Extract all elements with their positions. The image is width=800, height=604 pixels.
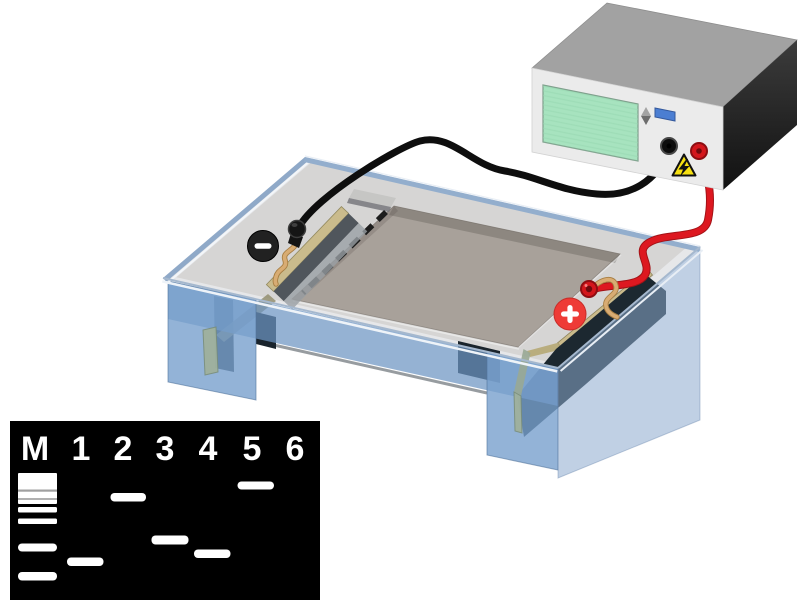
gel-photo-panel: M 1 2 3 4 5 6	[10, 421, 320, 600]
gel-tank	[162, 155, 704, 479]
lane-label-5: 5	[243, 430, 262, 468]
negative-jack	[660, 137, 678, 155]
lid-edge-front	[162, 277, 559, 369]
lid-edge-left-highlight	[166, 162, 309, 285]
marker-band	[18, 518, 57, 524]
positive-plug	[580, 280, 598, 298]
electrode-connections	[272, 219, 620, 320]
selector-diamond-icon	[641, 107, 651, 125]
positive-cable	[590, 153, 713, 292]
tray-underside-edge	[255, 339, 488, 395]
tank-front-wall-strip	[168, 281, 558, 406]
marker-band	[18, 473, 57, 504]
lid-edge-back-highlight	[304, 155, 701, 247]
lane-label-2: 2	[114, 430, 133, 468]
positive-jack	[690, 142, 708, 160]
cathode-slot-band	[283, 223, 368, 310]
marker-band	[18, 543, 57, 552]
run-button	[654, 107, 676, 122]
minus-symbol-icon	[254, 243, 272, 249]
gel-bottom-highlight	[292, 300, 520, 350]
dna-bands-layer	[18, 473, 274, 581]
lane-label-3: 3	[156, 430, 175, 468]
marker-band	[18, 489, 57, 492]
marker-band	[18, 572, 57, 581]
comb-tab	[349, 189, 396, 207]
anode-bar-front-edge	[527, 342, 563, 357]
positive-badge	[553, 297, 587, 331]
lid-edge-back	[303, 157, 700, 252]
plus-symbol-vertical	[567, 305, 573, 323]
lane-label-marker: M	[21, 430, 49, 468]
negative-plug	[287, 219, 307, 248]
dna-band	[151, 535, 189, 545]
dna-band	[67, 557, 104, 566]
lane-label-6: 6	[286, 430, 305, 468]
lane-labels: M 1 2 3 4 5 6	[21, 430, 305, 468]
lane-label-1: 1	[72, 430, 91, 468]
right-electrode-plate	[513, 391, 523, 434]
lid-edge-front-glass	[162, 280, 558, 373]
dna-band	[194, 549, 231, 558]
lid-edge-left	[163, 157, 309, 282]
negative-badge	[247, 230, 279, 262]
right-copper-wire	[589, 277, 619, 319]
lcd-screen	[542, 84, 639, 162]
power-supply-side	[723, 40, 797, 190]
lid-edge-right-glass	[559, 249, 704, 372]
high-voltage-warning-icon	[671, 153, 697, 177]
dna-band	[110, 493, 146, 502]
power-supply	[531, 2, 798, 191]
glass-lid-edges	[162, 155, 704, 373]
cathode-bar-shadow-band	[273, 213, 359, 302]
dna-band	[237, 481, 274, 490]
left-electrode-plate	[202, 326, 219, 376]
lane-label-4: 4	[199, 430, 218, 468]
left-copper-wire	[273, 238, 300, 286]
comb-tab-shadow	[347, 198, 391, 212]
negative-cable	[295, 136, 673, 231]
lid-edge-right	[557, 246, 701, 369]
marker-band	[18, 498, 57, 500]
gel-top-shadow	[389, 206, 620, 263]
gel-photo-background	[10, 421, 320, 600]
marker-band	[18, 507, 57, 513]
lightning-bolt-icon	[678, 159, 690, 177]
